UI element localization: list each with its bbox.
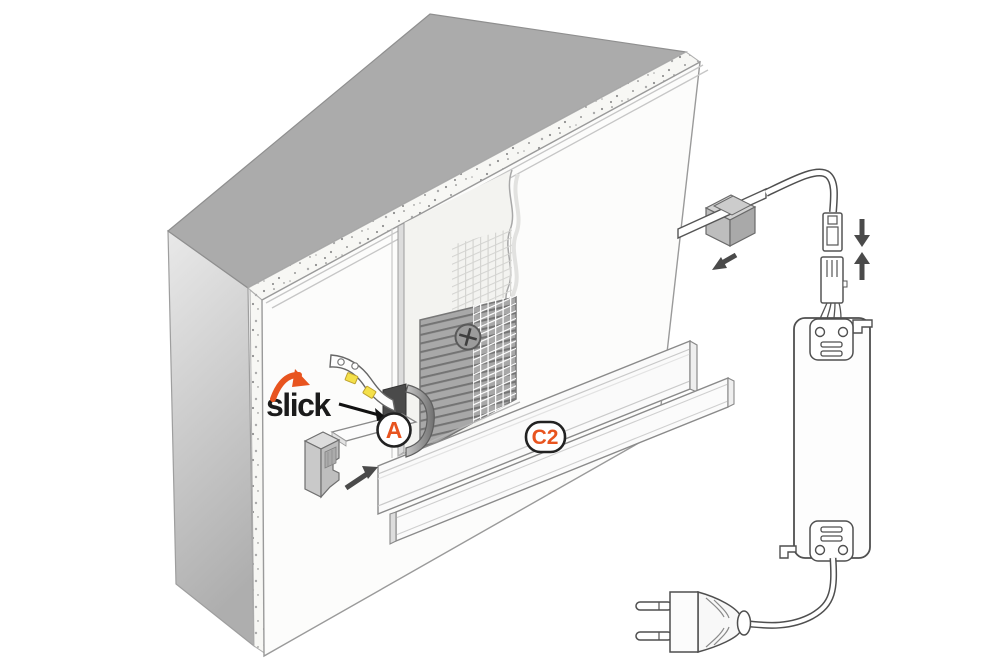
brand-logo: slick	[266, 369, 333, 423]
mounting-screw-icon	[454, 323, 482, 351]
bar-end-face	[689, 339, 698, 393]
cover-end-face	[389, 511, 397, 545]
label-c2-badge: C2	[524, 420, 567, 454]
cover-end-face	[727, 377, 735, 408]
plug-neck	[736, 610, 752, 636]
label-a-text: A	[386, 417, 403, 443]
plug-body	[669, 591, 699, 653]
round-cable-core	[764, 169, 837, 213]
plug-taper	[697, 591, 741, 653]
power-plug	[635, 591, 752, 653]
connector-join-down-arrow	[854, 219, 870, 247]
profile-lip	[405, 384, 435, 458]
profile-cover-bar	[389, 376, 735, 545]
label-c2-text: C2	[532, 426, 559, 449]
cable-assembly	[677, 168, 870, 304]
led-chip-icon	[344, 372, 359, 385]
psu-terminal-bottom	[809, 520, 854, 562]
plaster-cutaway	[391, 169, 521, 458]
label-a-badge: A	[376, 412, 412, 448]
power-cord	[749, 557, 838, 629]
plug-pin	[635, 601, 673, 611]
connector-male	[820, 256, 848, 304]
psu-hook-top	[852, 319, 873, 334]
strip-hole	[337, 358, 345, 366]
endcap-insert-arrow	[344, 466, 378, 491]
psu-wire	[838, 302, 842, 320]
psu-terminal-top	[809, 318, 854, 361]
fiberglass-mesh-lower	[473, 295, 516, 425]
psu-hook-bottom	[779, 545, 797, 559]
power-supply	[779, 302, 873, 562]
plug-pin	[635, 631, 673, 641]
led-strip	[329, 354, 396, 413]
logo-swoosh-arrowhead	[292, 369, 310, 387]
cable-pull-arrow	[712, 252, 738, 270]
wall-side-face	[167, 229, 255, 648]
profile-end-cap	[303, 431, 341, 499]
connector-female	[822, 212, 843, 252]
clip-top-overlap	[712, 195, 753, 216]
led-chip-icon	[362, 385, 377, 399]
fiberglass-mesh-upper	[452, 228, 512, 318]
connector-join-up-arrow	[854, 252, 870, 280]
diffuser-shelf-edge	[331, 431, 347, 447]
psu-wire	[819, 302, 828, 320]
psu-wire	[826, 302, 832, 320]
psu-wire	[833, 302, 836, 320]
strip-hole	[351, 362, 359, 370]
